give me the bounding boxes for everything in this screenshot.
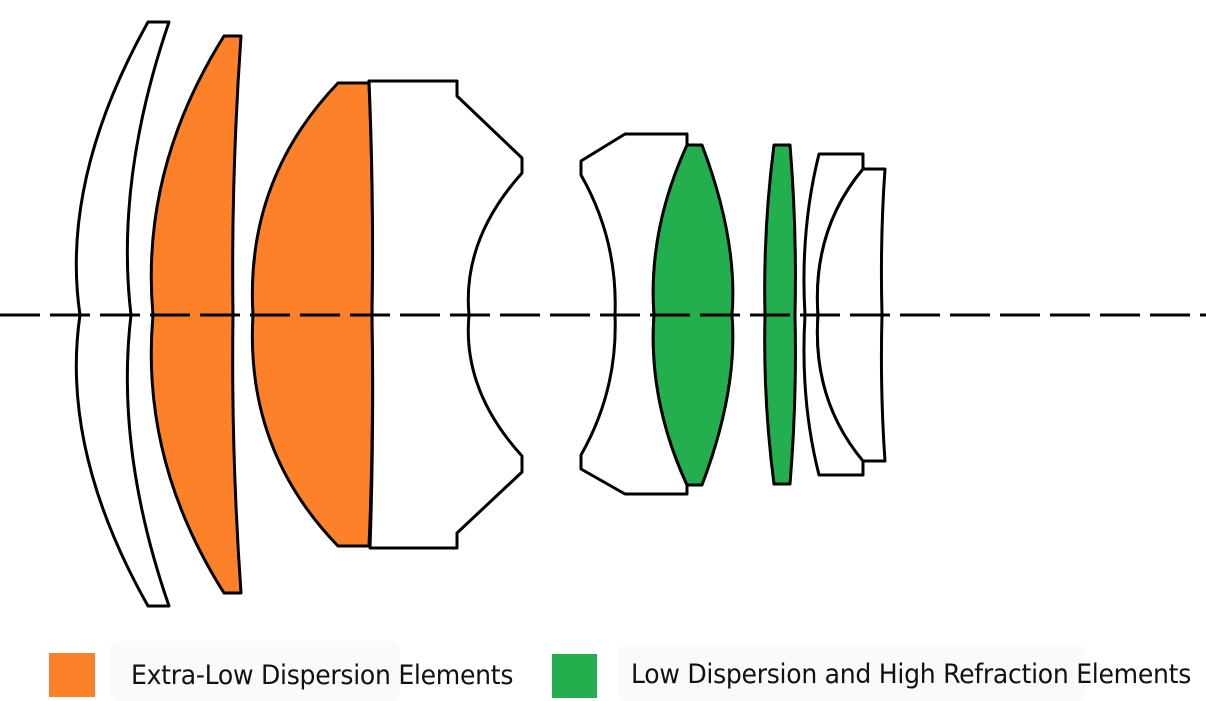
- lens-element-6-ldhr: [651, 143, 735, 487]
- legend-box-ldhr: [618, 644, 1085, 701]
- legend-label-ldhr: Low Dispersion and High Refraction Eleme…: [631, 659, 1192, 690]
- lens-element-2-ed: [149, 34, 243, 595]
- legend-box-ed: [110, 641, 400, 701]
- legend-label-ed: Extra-Low Dispersion Elements: [131, 660, 514, 691]
- lens-element-4: [367, 79, 524, 550]
- legend-swatch-ldhr: [552, 654, 597, 698]
- legend-swatch-ed: [49, 653, 95, 697]
